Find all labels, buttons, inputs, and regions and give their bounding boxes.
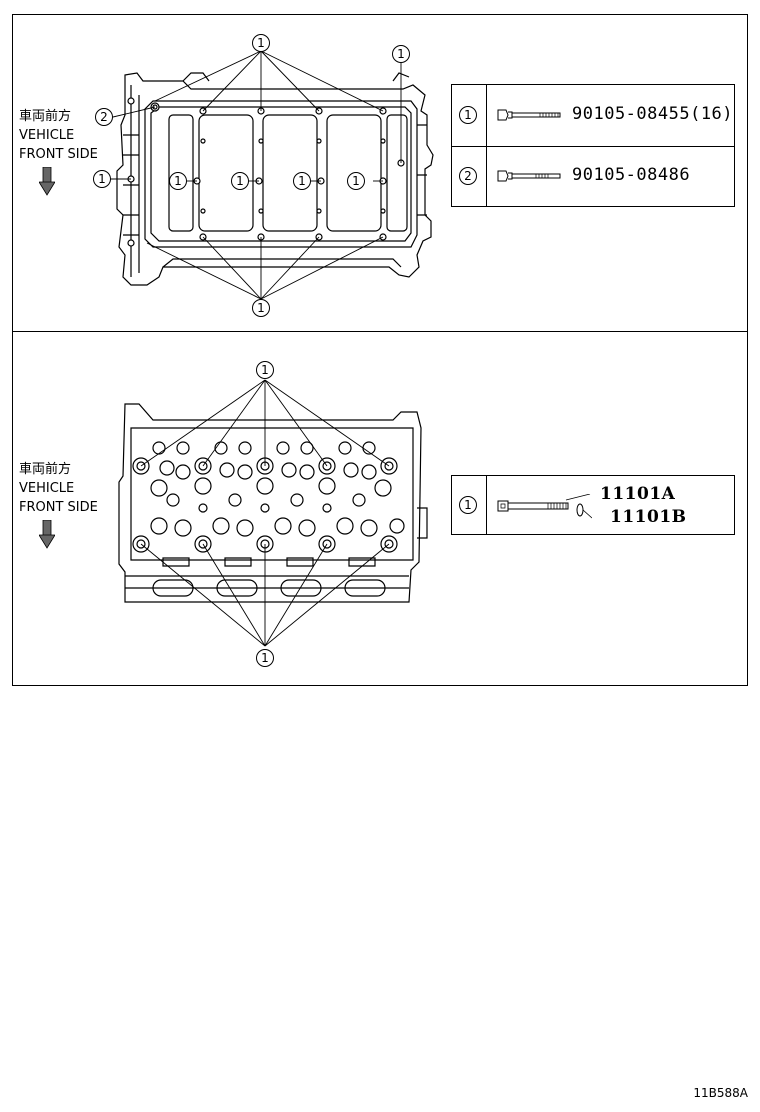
bolt-flange-icon xyxy=(497,109,561,121)
legend-row-2: 2 90105-08486 xyxy=(452,146,734,207)
bottom-legend-num: 1 xyxy=(459,496,477,514)
legend-row-1-num: 1 xyxy=(459,106,477,124)
bolt-flange-icon xyxy=(497,170,561,182)
front-direction-arrow-icon xyxy=(39,167,55,196)
callout-1-chamber-a: 1 xyxy=(169,172,187,190)
callout-1-chamber-c: 1 xyxy=(293,172,311,190)
callout-2-left: 2 xyxy=(95,108,113,126)
legend-row-1-part: 90105-08455(16) xyxy=(572,104,734,124)
bottom-legend-part-b: 11101B xyxy=(610,507,687,527)
bottom-legend-part-a: 11101A xyxy=(600,484,676,504)
callout-1-top: 1 xyxy=(256,361,274,379)
legend-row-2-part: 90105-08486 xyxy=(572,165,691,185)
callout-1-bottom: 1 xyxy=(252,299,270,317)
front-label-jp: 車両前方 xyxy=(19,462,72,477)
diagram-code: 11B588A xyxy=(693,1086,748,1100)
legend-row-2-num: 2 xyxy=(459,167,477,185)
callout-1-left: 1 xyxy=(93,170,111,188)
callout-1-bottom: 1 xyxy=(256,649,274,667)
top-panel: 車両前方 VEHICLE FRONT SIDE xyxy=(12,14,748,332)
callout-1-chamber-b: 1 xyxy=(231,172,249,190)
bottom-parts-legend: 1 11101A 11101B xyxy=(451,475,735,535)
front-label-jp: 車両前方 xyxy=(19,109,72,124)
vehicle-front-label-top: 車両前方 VEHICLE FRONT SIDE xyxy=(19,107,98,164)
front-direction-arrow-icon xyxy=(39,520,55,549)
legend-row-1: 1 90105-08455(16) xyxy=(452,85,734,147)
bottom-panel: 車両前方 VEHICLE FRONT SIDE xyxy=(12,331,748,686)
front-label-vehicle: VEHICLE xyxy=(19,128,75,143)
cylinder-head-drawing xyxy=(118,379,428,647)
front-label-front-side: FRONT SIDE xyxy=(19,147,98,162)
vehicle-front-label-bottom: 車両前方 VEHICLE FRONT SIDE xyxy=(19,460,98,517)
top-parts-legend: 1 90105-08455(16) 2 90105-08486 xyxy=(451,84,735,207)
front-label-vehicle: VEHICLE xyxy=(19,481,75,496)
head-bolt-washer-icon xyxy=(497,494,592,519)
callout-1-top: 1 xyxy=(252,34,270,52)
callout-1-chamber-d: 1 xyxy=(347,172,365,190)
callout-1-right: 1 xyxy=(392,45,410,63)
camshaft-housing-drawing xyxy=(109,50,434,300)
front-label-front-side: FRONT SIDE xyxy=(19,500,98,515)
